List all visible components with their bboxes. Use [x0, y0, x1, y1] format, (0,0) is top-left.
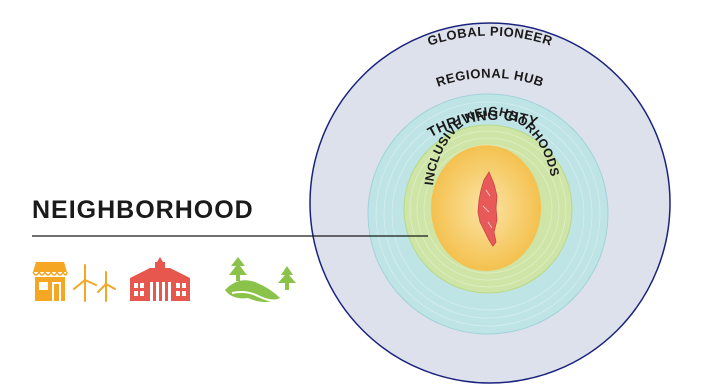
town-hall-icon [130, 257, 190, 301]
city-map-shape [477, 171, 498, 247]
city-map-detail [482, 189, 493, 229]
wind-turbine-icon [73, 264, 116, 302]
neighborhood-title: NEIGHBORHOOD [32, 196, 254, 224]
park-icon [225, 257, 296, 302]
ring-texture [375, 101, 601, 327]
storefront-icon [32, 262, 68, 301]
